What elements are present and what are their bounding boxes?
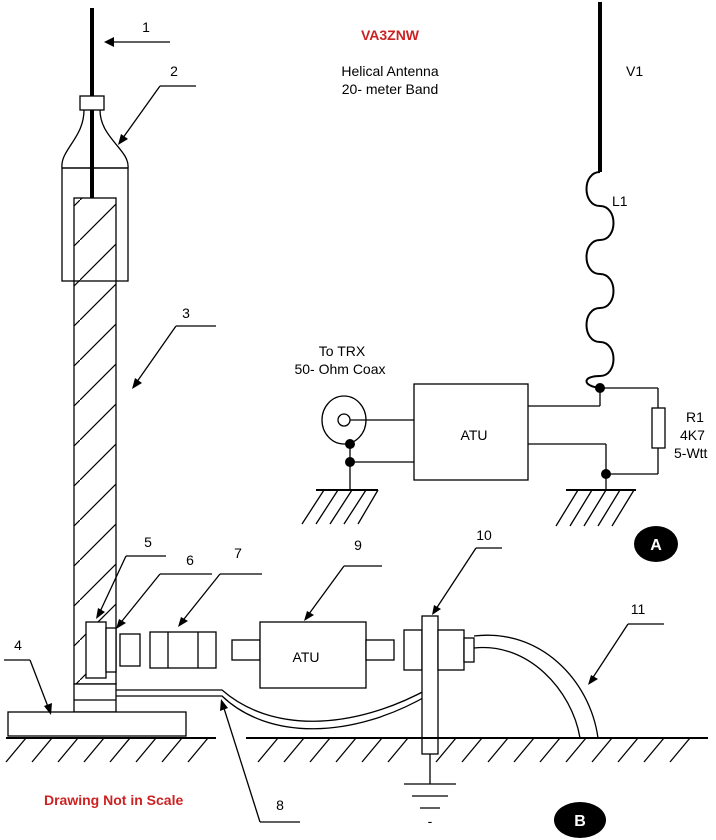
callout-1: 1	[142, 19, 150, 35]
callout-3: 3	[182, 305, 190, 321]
v1-label: V1	[626, 63, 643, 79]
ground-wire-8	[116, 687, 431, 722]
earth-ground-icon	[404, 783, 456, 809]
r1-value: 4K7	[680, 427, 705, 443]
badge-b: B	[554, 802, 606, 838]
junction-ground-right	[601, 469, 611, 479]
callout-8: 8	[276, 797, 284, 813]
l1-label: L1	[612, 193, 628, 209]
r1-power: 5-Wtt	[674, 445, 708, 461]
callout-6: 6	[186, 552, 194, 568]
ground-symbol-right	[555, 489, 636, 527]
coax-cable-11	[473, 634, 599, 739]
atu-input-port	[231, 639, 261, 661]
callouts: 1 2 3 4 5 6 7 9	[4, 19, 664, 823]
atu-output-port	[365, 639, 395, 661]
schematic-a: V1 L1 R1 4K7 5-Wtt ATU To TRX 50- Ohm Co…	[294, 2, 708, 527]
badge-a-label: A	[650, 537, 662, 554]
callout-11: 11	[631, 601, 646, 617]
callsign-label: VA3ZNW	[361, 27, 420, 43]
callout-9: 9	[354, 537, 362, 553]
feedthrough-tip	[463, 637, 475, 663]
ground-sign: -	[428, 813, 433, 829]
callout-4: 4	[14, 637, 22, 653]
antenna-mechanical-assembly: ATU -	[5, 8, 708, 829]
resistor-r1	[651, 407, 666, 449]
callout-5: 5	[144, 534, 152, 550]
base-plate	[7, 711, 187, 737]
atu-unit-b	[259, 621, 367, 689]
atu-b-label: ATU	[293, 649, 320, 665]
helical-coil-tube	[73, 197, 117, 685]
atu-a-label: ATU	[461, 427, 488, 443]
whip-clamp	[79, 95, 105, 111]
callout-7: 7	[234, 545, 242, 561]
adapter-7	[149, 631, 217, 669]
scale-note: Drawing Not in Scale	[44, 792, 183, 808]
badge-a: A	[634, 526, 678, 562]
feedthrough-stake-10	[421, 615, 439, 755]
atu-unit-a	[413, 383, 529, 481]
connector-5	[85, 621, 107, 679]
feed-label-1: To TRX	[319, 343, 366, 359]
ground-hatching	[5, 737, 691, 763]
coil-l1	[585, 171, 615, 389]
connector-6	[105, 627, 117, 673]
title-line-1: Helical Antenna	[341, 63, 439, 79]
connector-6-plug	[119, 633, 141, 667]
r1-name: R1	[686, 409, 704, 425]
junction-coax-1	[345, 439, 355, 449]
title-line-2: 20- meter Band	[342, 81, 439, 97]
callout-10: 10	[476, 527, 492, 543]
feed-label-2: 50- Ohm Coax	[294, 361, 385, 377]
ground-symbol-left	[301, 489, 379, 525]
callout-2: 2	[170, 63, 178, 79]
badge-b-label: B	[574, 813, 586, 830]
mount-collar	[73, 683, 117, 713]
feedthrough-right-nut	[437, 629, 465, 671]
antenna-cap	[61, 109, 129, 169]
feedthrough-left-nut	[403, 629, 423, 671]
